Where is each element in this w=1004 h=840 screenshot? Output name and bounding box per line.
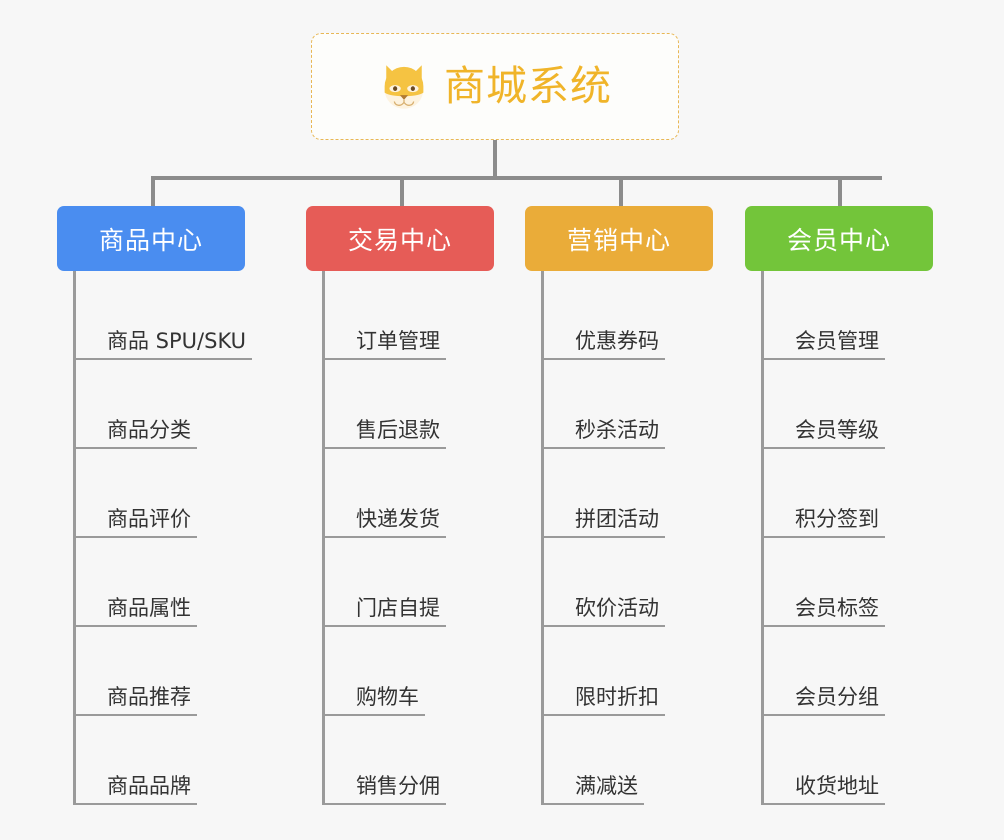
leaf-label: 会员等级 <box>793 418 885 449</box>
leaf-list-4: 会员管理 会员等级 积分签到 会员标签 会员分组 收货地址 <box>745 271 933 805</box>
shiba-inu-dog-face-icon <box>384 64 424 109</box>
list-item[interactable]: 购物车 <box>306 627 494 716</box>
list-item[interactable]: 会员管理 <box>745 271 933 360</box>
branch-header-1[interactable]: 商品中心 <box>57 206 245 271</box>
leaf-label: 会员管理 <box>793 329 885 360</box>
branch-trunk-1 <box>73 271 76 805</box>
leaf-label: 门店自提 <box>354 596 446 627</box>
connector-drop-2 <box>400 178 404 208</box>
connector-drop-1 <box>151 178 155 208</box>
leaf-list-2: 订单管理 售后退款 快递发货 门店自提 购物车 销售分佣 <box>306 271 494 805</box>
connector-horizontal-bus <box>151 176 882 180</box>
branch-trade-center: 交易中心 订单管理 售后退款 快递发货 门店自提 购物车 销售分佣 <box>306 206 494 805</box>
list-item[interactable]: 商品属性 <box>57 538 252 627</box>
branch-header-label: 商品中心 <box>98 225 203 255</box>
list-item[interactable]: 商品推荐 <box>57 627 252 716</box>
leaf-label: 商品评价 <box>105 507 197 538</box>
list-item[interactable]: 优惠券码 <box>525 271 713 360</box>
connector-drop-4 <box>838 178 842 208</box>
list-item[interactable]: 订单管理 <box>306 271 494 360</box>
branch-header-3[interactable]: 营销中心 <box>525 206 713 271</box>
root-node[interactable]: 商城系统 <box>311 33 679 140</box>
leaf-label: 会员标签 <box>793 596 885 627</box>
list-item[interactable]: 商品评价 <box>57 449 252 538</box>
list-item[interactable]: 拼团活动 <box>525 449 713 538</box>
branch-product-center: 商品中心 商品 SPU/SKU 商品分类 商品评价 商品属性 商品推荐 商品品牌 <box>57 206 253 805</box>
list-item[interactable]: 商品品牌 <box>57 716 252 805</box>
leaf-label: 销售分佣 <box>354 774 446 805</box>
branch-header-label: 会员中心 <box>786 225 891 255</box>
list-item[interactable]: 售后退款 <box>306 360 494 449</box>
list-item[interactable]: 商品 SPU/SKU <box>57 271 253 360</box>
leaf-label: 砍价活动 <box>573 596 665 627</box>
leaf-label: 快递发货 <box>354 507 446 538</box>
leaf-label: 秒杀活动 <box>573 418 665 449</box>
list-item[interactable]: 快递发货 <box>306 449 494 538</box>
root-title: 商城系统 <box>444 62 612 110</box>
leaf-label: 商品推荐 <box>105 685 197 716</box>
connector-drop-3 <box>619 178 623 208</box>
leaf-list-3: 优惠券码 秒杀活动 拼团活动 砍价活动 限时折扣 满减送 <box>525 271 713 805</box>
leaf-label: 收货地址 <box>793 774 885 805</box>
list-item[interactable]: 门店自提 <box>306 538 494 627</box>
leaf-label: 优惠券码 <box>573 329 665 360</box>
list-item[interactable]: 会员等级 <box>745 360 933 449</box>
branch-marketing-center: 营销中心 优惠券码 秒杀活动 拼团活动 砍价活动 限时折扣 满减送 <box>525 206 713 805</box>
list-item[interactable]: 积分签到 <box>745 449 933 538</box>
branch-header-4[interactable]: 会员中心 <box>745 206 933 271</box>
leaf-label: 积分签到 <box>793 507 885 538</box>
list-item[interactable]: 会员标签 <box>745 538 933 627</box>
branch-header-label: 营销中心 <box>566 225 671 255</box>
branch-trunk-3 <box>541 271 544 805</box>
list-item[interactable]: 砍价活动 <box>525 538 713 627</box>
list-item[interactable]: 会员分组 <box>745 627 933 716</box>
leaf-label: 拼团活动 <box>573 507 665 538</box>
list-item[interactable]: 收货地址 <box>745 716 933 805</box>
branch-member-center: 会员中心 会员管理 会员等级 积分签到 会员标签 会员分组 收货地址 <box>745 206 933 805</box>
leaf-label: 满减送 <box>573 774 644 805</box>
branch-trunk-2 <box>322 271 325 805</box>
list-item[interactable]: 满减送 <box>525 716 713 805</box>
leaf-list-1: 商品 SPU/SKU 商品分类 商品评价 商品属性 商品推荐 商品品牌 <box>57 271 253 805</box>
branch-header-2[interactable]: 交易中心 <box>306 206 494 271</box>
branch-header-label: 交易中心 <box>347 225 452 255</box>
leaf-label: 商品分类 <box>105 418 197 449</box>
list-item[interactable]: 商品分类 <box>57 360 252 449</box>
list-item[interactable]: 销售分佣 <box>306 716 494 805</box>
leaf-label: 订单管理 <box>354 329 446 360</box>
leaf-label: 会员分组 <box>793 685 885 716</box>
leaf-label: 商品属性 <box>105 596 197 627</box>
leaf-label: 商品品牌 <box>105 774 197 805</box>
leaf-label: 购物车 <box>354 685 425 716</box>
branch-trunk-4 <box>761 271 764 805</box>
leaf-label: 限时折扣 <box>573 685 665 716</box>
leaf-label: 售后退款 <box>354 418 446 449</box>
list-item[interactable]: 秒杀活动 <box>525 360 713 449</box>
leaf-label: 商品 SPU/SKU <box>105 329 253 360</box>
list-item[interactable]: 限时折扣 <box>525 627 713 716</box>
connector-root-stem <box>493 140 497 178</box>
